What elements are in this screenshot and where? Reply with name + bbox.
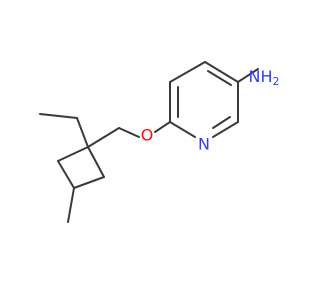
bond-cb-1	[57, 146, 89, 162]
bond-ch2-quaternary-c	[87, 127, 120, 148]
pyridine-nitrogen-label: N	[198, 135, 210, 154]
bond-oxygen-ch2	[118, 127, 140, 138]
bond-c5-n1	[212, 121, 239, 138]
amine-nitrogen-symbol: N	[249, 67, 261, 86]
bond-cb-4	[87, 146, 105, 178]
bond-c4-amine	[237, 68, 259, 83]
bond-ethyl-ch3	[39, 113, 78, 119]
amine-hydrogen-count: 2	[273, 75, 280, 88]
cyclobutane-ring	[57, 146, 105, 189]
pyridine-ring	[169, 61, 239, 138]
bond-c3-c4	[204, 61, 239, 83]
bond-n1-c6	[169, 121, 196, 138]
molecule-structure: NH2 N O	[39, 61, 280, 223]
double-bond-c3-c4	[207, 70, 232, 86]
bond-cb-2	[57, 160, 75, 189]
bond-cb-3	[73, 176, 105, 189]
amine-group-label: NH2	[249, 67, 280, 88]
bond-c2-c3	[169, 61, 206, 83]
bond-ethyl-ch2	[76, 117, 89, 148]
ether-oxygen-label: O	[141, 126, 154, 145]
bond-methyl	[67, 187, 75, 223]
amine-hydrogen-symbol: H	[260, 67, 272, 86]
double-bond-c5-n1	[212, 116, 231, 129]
bond-c6-oxygen	[154, 121, 171, 133]
